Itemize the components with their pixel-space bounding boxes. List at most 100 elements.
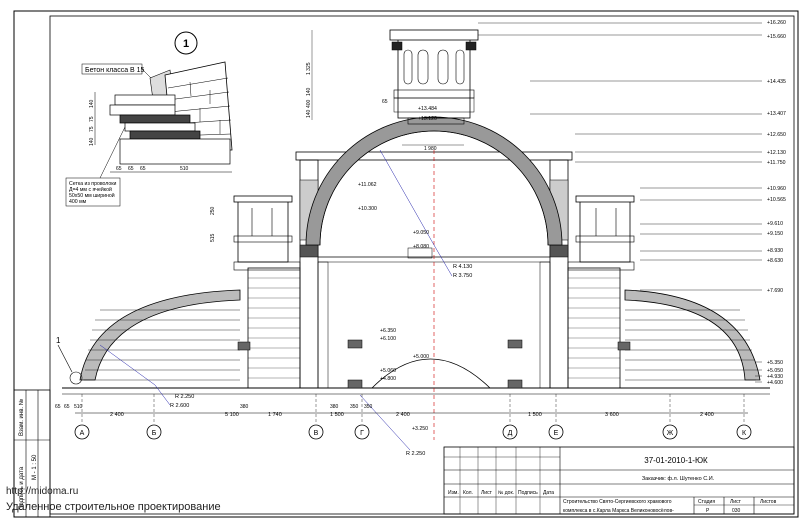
svg-text:250: 250	[210, 206, 216, 215]
level-label: +8.080	[413, 244, 429, 250]
svg-text:65: 65	[382, 99, 388, 105]
level-label: +4.600	[767, 380, 783, 386]
col-sign: Подпись	[518, 490, 538, 496]
axis-marker-circle	[146, 424, 162, 440]
col-list: Лист	[481, 490, 493, 496]
level-label: +11.750	[767, 160, 786, 166]
svg-text:1 740: 1 740	[268, 412, 282, 418]
svg-text:5 100: 5 100	[225, 412, 239, 418]
description-1: Строительство Свято-Сергиевского храмово…	[563, 499, 672, 505]
level-label: +5.350	[767, 360, 783, 366]
svg-text:3 600: 3 600	[605, 412, 619, 418]
axis-label: Б	[152, 430, 157, 437]
radius-labels: R 4.130 R 3.750 R 2.250 R 2.600 R 2.250	[170, 264, 472, 457]
detail-number: 1	[183, 38, 189, 50]
svg-text:1 500: 1 500	[330, 412, 344, 418]
axis-marker-circle	[736, 424, 752, 440]
level-label: +10.960	[767, 186, 786, 192]
level-label: +7.690	[767, 288, 783, 294]
customer: Заказчик: ф.л. Шутенко С.И.	[642, 476, 715, 482]
level-label: +5.050	[767, 368, 783, 374]
note-box	[65, 177, 121, 207]
svg-text:380: 380	[330, 404, 339, 410]
svg-text:65: 65	[55, 404, 61, 410]
svg-text:65: 65	[128, 166, 134, 172]
tower-dims: 1 325 140 400 140 65 250 515 1 980	[210, 30, 464, 242]
level-label: +16.260	[767, 20, 786, 26]
level-label: +13.407	[767, 111, 786, 117]
level-label: +5.000	[413, 354, 429, 360]
level-label: +6.350	[380, 328, 396, 334]
svg-text:1 325: 1 325	[306, 62, 312, 75]
level-label: +8.630	[767, 258, 783, 264]
lower-arch	[371, 358, 491, 389]
level-label: +9.610	[767, 221, 783, 227]
side-stamp: Взам. инв. № Подпись и дата М - 1 : 50	[13, 389, 51, 518]
axis-label: А	[80, 430, 85, 437]
title-block: 37-01-2010-1-ЮК Заказчик: ф.л. Шутенко С…	[443, 446, 795, 515]
axis-dimensions: 2 400 5 100 1 740 1 500 2 400 1 500 3 60…	[55, 404, 748, 418]
sheet-value: 030	[732, 508, 741, 514]
level-label: +14.435	[767, 79, 786, 85]
levels-center: +13.484 +13.120 +11.062 +10.300 +9.050 +…	[358, 106, 437, 432]
svg-text:75: 75	[89, 126, 95, 132]
svg-text:1: 1	[56, 336, 61, 345]
svg-text:510: 510	[74, 404, 83, 410]
svg-text:400: 400	[306, 99, 312, 108]
drawing-code: 37-01-2010-1-ЮК	[644, 456, 708, 465]
level-label: +10.300	[358, 206, 377, 212]
svg-text:R 3.750: R 3.750	[453, 273, 472, 279]
level-label: +10.565	[767, 197, 786, 203]
svg-text:140: 140	[89, 99, 95, 108]
svg-text:65: 65	[140, 166, 146, 172]
level-label: +4.800	[380, 376, 396, 382]
svg-text:380: 380	[240, 404, 249, 410]
levels-right: +16.260 +15.660 +14.435 +13.407 +12.650 …	[767, 20, 786, 386]
svg-text:140: 140	[306, 87, 312, 96]
svg-text:75: 75	[89, 116, 95, 122]
axis-marker-circle	[74, 424, 90, 440]
svg-text:140: 140	[306, 109, 312, 118]
svg-text:1 980: 1 980	[424, 146, 437, 152]
watermark-url[interactable]: http://midoma.ru	[6, 486, 79, 497]
level-label: +5.060	[380, 368, 396, 374]
svg-text:R 2.250: R 2.250	[406, 451, 425, 457]
col-ndoc: № док.	[498, 490, 514, 496]
stamp-label-inv: Взам. инв. №	[18, 399, 25, 436]
svg-text:R 4.130: R 4.130	[453, 264, 472, 270]
svg-text:400 мм: 400 мм	[69, 199, 87, 205]
church-section	[62, 22, 770, 451]
col-sheets: Листов	[760, 499, 777, 505]
material-label: Бетон класса В 15	[85, 67, 145, 74]
col-date: Дата	[543, 490, 554, 496]
axis-marker-circle	[354, 424, 370, 440]
stepped-cornice	[109, 94, 231, 165]
left-apse-vault	[79, 289, 241, 381]
svg-text:2 400: 2 400	[110, 412, 124, 418]
description-2: комплекса в с.Карла Маркса Великоновосёл…	[563, 508, 674, 514]
right-small-tower	[579, 199, 631, 263]
axis-marker-circle	[308, 424, 324, 440]
svg-text:350: 350	[350, 404, 359, 410]
col-kol: Кол.	[463, 490, 473, 496]
axis-label: Е	[554, 430, 559, 437]
axis-label: Ж	[667, 430, 674, 437]
sheet-frame	[13, 10, 799, 518]
left-small-tower	[237, 199, 289, 263]
svg-text:1 500: 1 500	[528, 412, 542, 418]
level-label: +15.660	[767, 34, 786, 40]
axis-label: Д	[508, 430, 513, 437]
level-label: +8.930	[767, 248, 783, 254]
svg-text:65: 65	[64, 404, 70, 410]
stage-value: Р	[706, 508, 710, 514]
svg-text:65: 65	[116, 166, 122, 172]
level-label: +11.062	[358, 182, 377, 188]
svg-text:140: 140	[89, 137, 95, 146]
axis-label: Г	[360, 430, 364, 437]
col-stage: Стадия	[698, 499, 715, 505]
scale-label: М - 1 : 50	[32, 454, 38, 480]
axis-marker-circle	[548, 424, 564, 440]
svg-text:Сетка из проволоки: Сетка из проволоки	[69, 181, 117, 187]
axis-marker-circle	[662, 424, 678, 440]
